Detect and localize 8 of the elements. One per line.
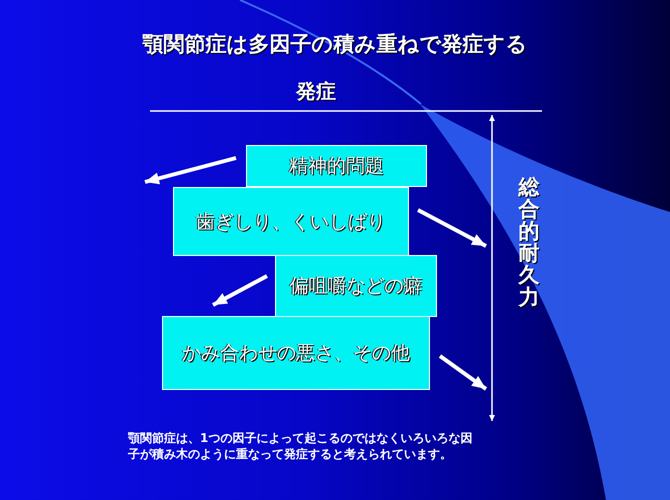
factor-block: 歯ぎしり、くいしばり — [173, 187, 409, 256]
caption-note: 顎関節症は、1つの因子によって起こるのではなくいろいろな因子が積み木のように重なって発症すると考えられています。 — [128, 430, 474, 462]
factor-block: 偏咀嚼などの癖 — [275, 255, 437, 317]
heading-label: 発症 — [296, 78, 336, 105]
factor-block: かみ合わせの悪さ、その他 — [162, 316, 430, 390]
title: 顎関節症は多因子の積み重ねで発症する — [142, 31, 528, 58]
factor-block: 精神的問題 — [246, 145, 427, 187]
axis-label: 総合的耐久力 — [518, 176, 540, 308]
